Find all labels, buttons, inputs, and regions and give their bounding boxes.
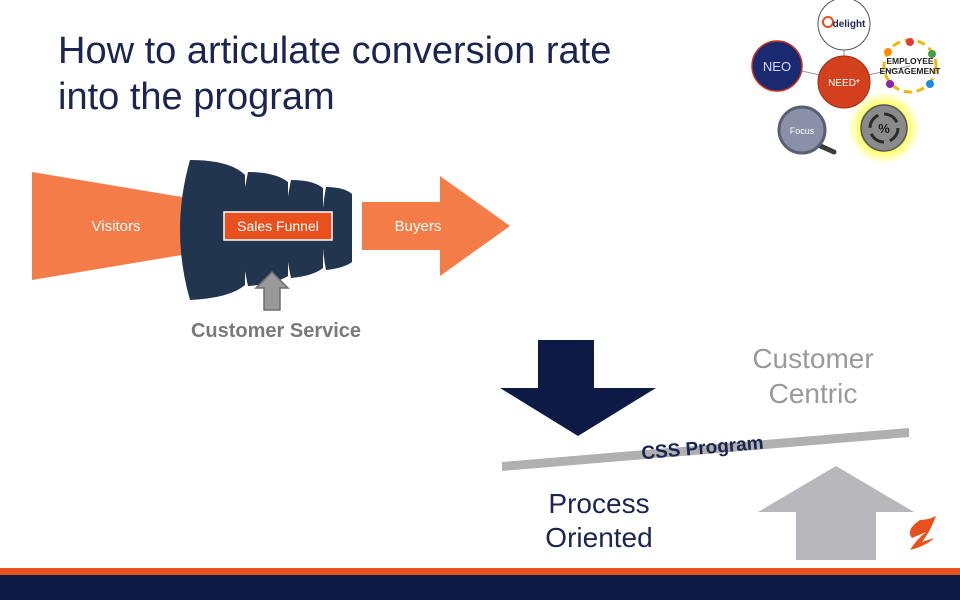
percent-label: % — [878, 121, 890, 136]
brand-flame-shape — [909, 516, 936, 550]
funnel-segment-1 — [180, 160, 245, 300]
brand-flame-icon — [909, 516, 936, 550]
process-label-line-2: Oriented — [545, 522, 652, 553]
need-label: NEED* — [828, 78, 860, 89]
buyers-label: Buyers — [395, 218, 442, 235]
neo-node — [751, 40, 803, 92]
buyers-arrow-shape — [362, 176, 510, 276]
customer-centric-line-1: Customer — [752, 343, 873, 374]
process-label-line-1: Process — [548, 488, 649, 519]
person-dot-3 — [926, 80, 934, 88]
footer-navy-bar — [0, 575, 960, 600]
engagement-label-line-2: ENGAGEMENT — [880, 66, 942, 76]
css-program-beam — [502, 428, 909, 471]
footer-orange-stripe — [0, 568, 960, 575]
customer-service-arrow: Customer Service — [191, 270, 361, 342]
delight-logo-icon — [822, 16, 834, 28]
person-dot-5 — [884, 48, 892, 56]
concept-cluster: delight NEO NEED* EMPLOYEE ENGAGEMENT Fo… — [751, 0, 942, 164]
css-program-label: CSS Program — [641, 433, 765, 465]
funnel-segment-4 — [322, 187, 352, 270]
sales-funnel-label-box — [223, 211, 333, 241]
focus-label: Focus — [790, 126, 815, 136]
buyers-arrow: Buyers — [362, 176, 510, 276]
visitors-arrow: Visitors — [32, 172, 200, 280]
sales-funnel-label: Sales Funnel — [237, 218, 319, 234]
customer-service-label: Customer Service — [191, 320, 361, 342]
up-arrow-icon — [254, 270, 290, 311]
sales-funnel: Sales Funnel — [180, 160, 352, 300]
delight-node — [817, 0, 871, 51]
percent-node — [860, 104, 908, 152]
down-arrow-icon — [500, 340, 656, 436]
magnifier-icon: Focus — [777, 105, 837, 155]
visitors-arrow-shape — [32, 172, 200, 280]
need-node — [817, 55, 871, 109]
up-arrow-large-icon — [758, 466, 914, 560]
person-dot-1 — [906, 38, 914, 46]
slide-title-line-1: How to articulate conversion rate — [58, 30, 612, 72]
person-dot-4 — [886, 80, 894, 88]
focus-node — [777, 105, 827, 155]
employee-engagement-icon: EMPLOYEE ENGAGEMENT — [880, 38, 942, 94]
visitors-label: Visitors — [92, 218, 141, 235]
customer-centric-line-2: Centric — [769, 378, 858, 409]
slide-title: How to articulate conversion rate into t… — [58, 28, 698, 120]
person-dot-2 — [928, 50, 936, 58]
neo-label: NEO — [763, 59, 791, 74]
engagement-label-line-1: EMPLOYEE — [886, 56, 934, 66]
delight-label: delight — [833, 19, 866, 30]
slide-title-line-2: into the program — [58, 76, 335, 118]
cycle-percent-icon: % — [848, 92, 920, 164]
